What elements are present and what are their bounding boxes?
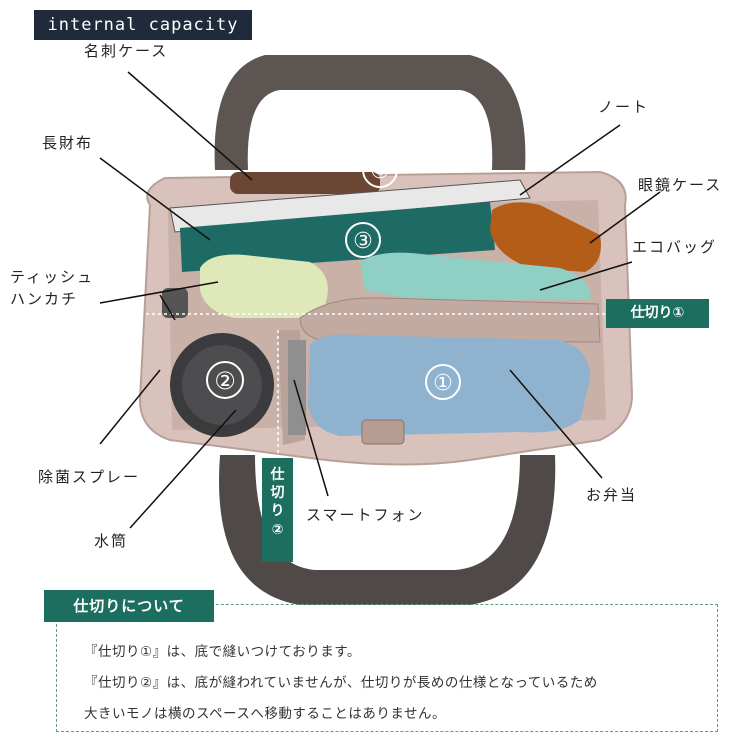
bottom-strap [219,455,556,605]
divider-2-char: り [270,503,285,520]
divider-note-title: 仕切りについて [44,590,214,622]
card-case-item [230,172,380,194]
handkerchief-item [200,254,328,318]
label-card-case: 名刺ケース [84,42,169,60]
label-tissue: ティッシュ [10,268,95,286]
label-sanitizer-spray: 除菌スプレー [38,468,141,486]
label-smartphone: スマートフォン [306,506,425,524]
divider-2-char: ② [271,521,284,538]
water-bottle-cap [182,345,262,425]
divider-2-char: 切 [270,485,285,502]
divider-1-badge: 仕切り① [606,299,709,328]
label-glasses-case: 眼鏡ケース [638,176,723,194]
pointer-lines [99,71,661,529]
label-handkerchief: ハンカチ [10,290,79,308]
divider-2-char: 仕 [270,467,285,483]
divider-note-line: 『仕切り①』は、底で縫いつけております。 [84,644,361,660]
compartment-2-number: ② [214,367,236,395]
compartment-1-number: ① [433,371,453,396]
glasses-case-item [490,202,601,272]
divider-note-line: 大きいモノは横のスペースへ移動することはありません。 [84,706,446,722]
compartment-4-number: ④ [370,159,390,184]
divider-2-badge: 仕 切 り ② [262,458,293,562]
lunch-box-item [308,334,591,436]
smartphone-item [288,340,306,435]
eco-bag-item [360,252,591,300]
divider-note-line: 『仕切り②』は、底が縫われていませんが、仕切りが長めの仕様となっているため [84,675,598,691]
notebook-item [169,179,531,233]
compartment-3-number: ③ [353,229,373,254]
label-notebook: ノート [598,98,650,116]
label-long-wallet: 長財布 [42,134,94,152]
label-lunch-box: お弁当 [586,486,638,504]
divider-note-box [56,604,718,732]
internal-capacity-tag: internal capacity [34,10,252,40]
divider-1 [299,297,601,343]
bag-snap [361,419,405,445]
label-water-bottle: 水筒 [94,532,129,550]
label-eco-bag: エコバッグ [632,238,718,256]
top-strap [214,55,526,170]
compartment-rings [206,152,461,400]
